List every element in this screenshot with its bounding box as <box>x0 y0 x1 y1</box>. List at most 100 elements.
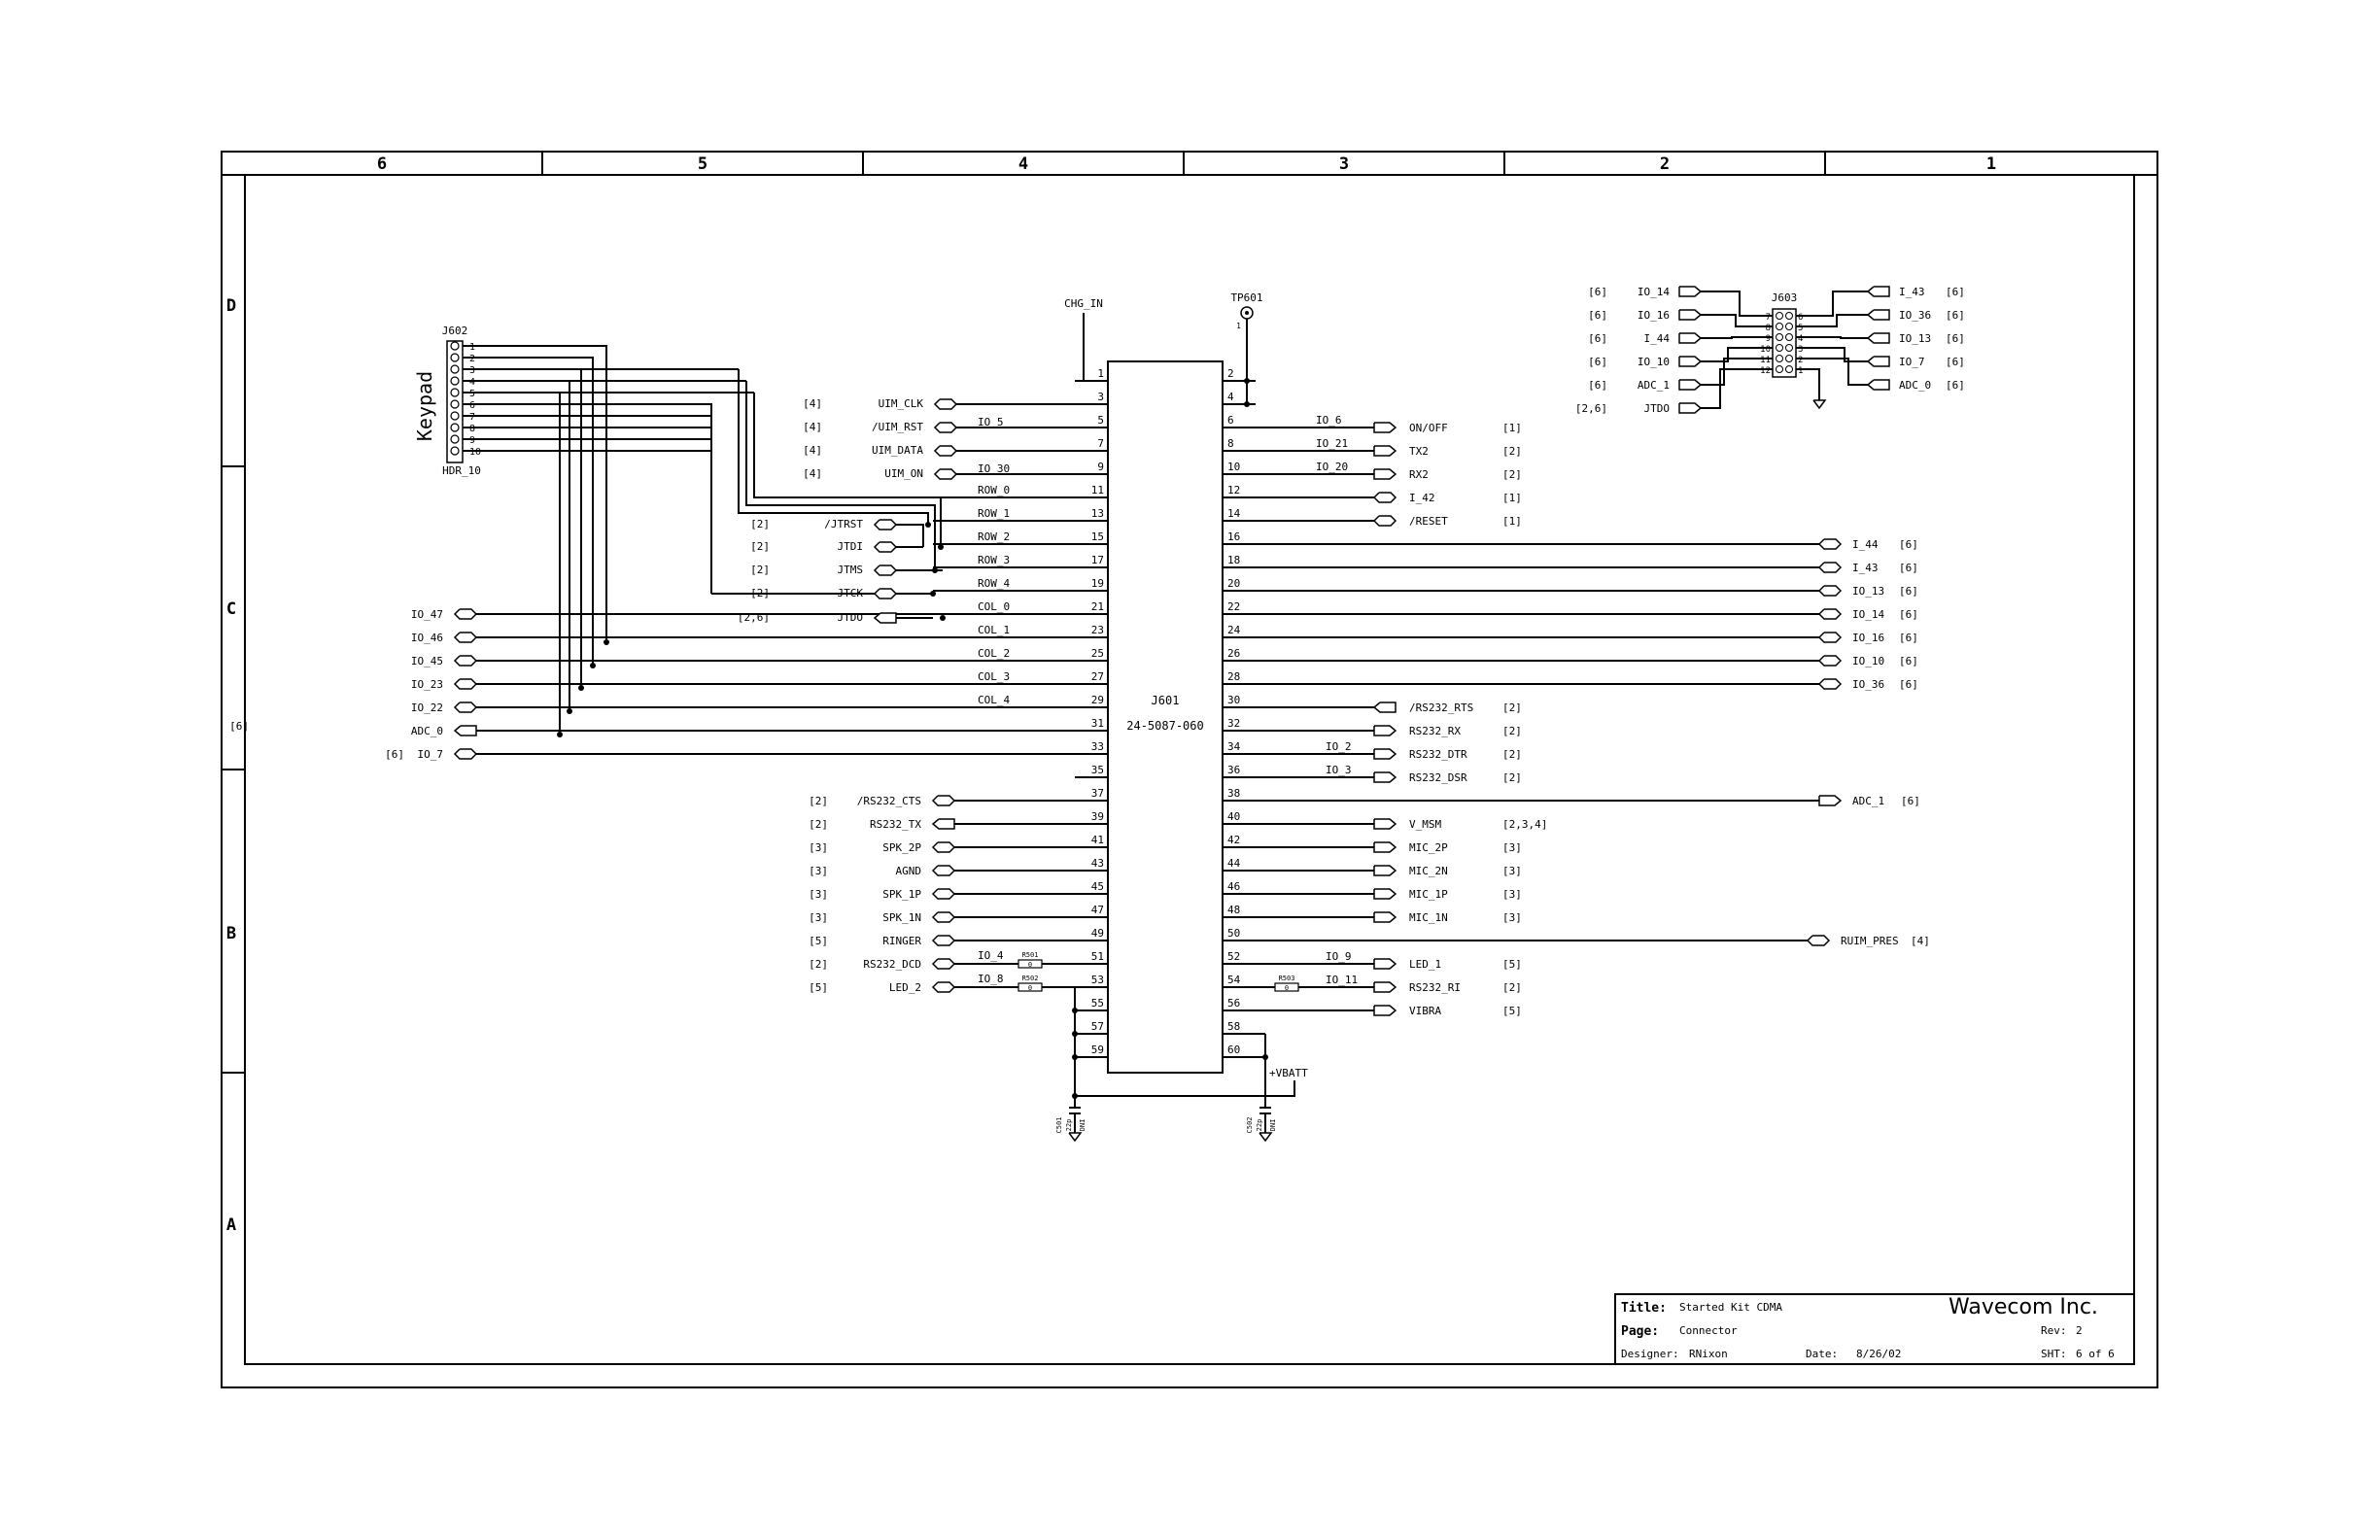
port-name: UIM_CLK <box>879 397 924 410</box>
ref-tag: [2] <box>750 587 770 599</box>
j603-pin-number: 6 <box>1798 313 1803 323</box>
j603-pin-number: 2 <box>1798 356 1803 365</box>
offpage-port <box>1866 332 1890 344</box>
offpage-port <box>453 748 478 760</box>
j601-right-pin-number: 36 <box>1227 764 1240 776</box>
keypad-col-wire <box>463 345 607 642</box>
j603-wire <box>1701 291 1773 317</box>
j603-pin-number: 12 <box>1760 366 1771 376</box>
header-pin <box>450 364 460 374</box>
offpage-port <box>873 588 898 599</box>
border-column-label: 2 <box>1660 154 1670 174</box>
port-name: JTCK <box>838 587 864 599</box>
offpage-port <box>873 541 898 553</box>
port-name: RS232_RX <box>1409 725 1461 737</box>
j601-right-pin-number: 26 <box>1227 647 1240 660</box>
offpage-port <box>1866 356 1890 367</box>
j601-left-pin-number: 23 <box>1091 624 1104 636</box>
header-pin <box>450 353 460 362</box>
vbatt-wire <box>1256 1056 1266 1096</box>
resistor-ref: R502 <box>1022 975 1039 982</box>
header-pin <box>450 423 460 432</box>
ref-tag: [2,6] <box>1575 402 1607 415</box>
ground-symbol <box>1068 1132 1083 1143</box>
cap-value: 22p <box>1256 1119 1263 1132</box>
offpage-port <box>933 445 958 457</box>
keypad-label: Keypad <box>413 371 436 441</box>
j601-left-pin-number: 57 <box>1091 1020 1104 1033</box>
offpage-port <box>873 612 897 624</box>
j601-left-pin-number: 13 <box>1091 507 1104 520</box>
port-name: LED_1 <box>1409 958 1441 971</box>
header-pin <box>1785 344 1793 352</box>
symbols <box>221 151 2158 1388</box>
resistor-ref: R501 <box>1022 951 1039 959</box>
port-name: I_43 <box>1852 562 1879 574</box>
border-row-label: B <box>226 924 236 943</box>
offpage-port <box>933 398 958 410</box>
ref-tag: [2] <box>1502 748 1522 761</box>
header-pin <box>450 388 460 397</box>
header-pin <box>1776 344 1783 352</box>
port-name: IO_14 <box>1638 286 1670 298</box>
net-label: COL_1 <box>978 624 1010 636</box>
junction-dot <box>938 544 944 550</box>
port-name: IO_13 <box>1899 332 1931 345</box>
j602-pin-number: 2 <box>469 354 475 364</box>
ref-tag: [2] <box>1502 725 1522 737</box>
header-pin <box>450 376 460 386</box>
ref-tag: [5] <box>809 935 828 947</box>
port-name: IO_36 <box>1899 309 1931 322</box>
offpage-port <box>1678 402 1703 414</box>
ref-tag: [5] <box>1502 958 1522 971</box>
junction-dot <box>1244 401 1250 407</box>
offpage-port <box>1372 492 1397 503</box>
j601-right-pin-number: 24 <box>1227 624 1241 636</box>
border-row-label: D <box>226 296 236 316</box>
port-name: VIBRA <box>1409 1005 1441 1017</box>
junction-dot <box>1072 1093 1078 1099</box>
ref-tag: [3] <box>1502 841 1522 854</box>
ref-tag: [6] <box>1946 332 1965 345</box>
net-label: IO_2 <box>1326 740 1352 753</box>
port-name: SPK_1P <box>882 888 921 901</box>
ref-tag: [6] <box>1946 356 1965 368</box>
offpage-port <box>1373 445 1397 457</box>
offpage-port <box>1373 422 1397 433</box>
j602-pin-number: 4 <box>469 377 475 388</box>
port-name: SPK_1N <box>882 911 921 924</box>
j601-left-pin-number: 45 <box>1091 880 1104 893</box>
j601-ref: J601 <box>1152 694 1180 707</box>
port-name: IO_7 <box>418 748 444 761</box>
keypad-row-wire <box>745 381 936 570</box>
port-name: IO_46 <box>411 632 443 644</box>
net-label: ROW_2 <box>978 530 1010 543</box>
port-name: AGND <box>896 865 922 877</box>
port-name: IO_7 <box>1899 356 1925 368</box>
j601-left-pin-number: 9 <box>1097 461 1104 473</box>
port-name: UIM_DATA <box>872 444 923 457</box>
j601-right-pin-number: 48 <box>1227 904 1240 916</box>
port-name: JTDO <box>1644 402 1671 415</box>
resistor-value: 0 <box>1028 961 1032 969</box>
header-pin <box>1776 355 1783 362</box>
keypad-row-wire <box>463 403 712 594</box>
port-name: MIC_2P <box>1409 841 1448 854</box>
ref-tag: [3] <box>809 841 828 854</box>
junction-dot <box>1244 378 1250 384</box>
offpage-port <box>931 795 956 806</box>
border-row-label: A <box>226 1215 236 1235</box>
offpage-port <box>1678 332 1703 344</box>
j603-wire <box>1796 358 1868 386</box>
port-name: IO_10 <box>1852 655 1884 667</box>
ref-tag: [6] <box>1588 286 1607 298</box>
j602-pin-number: 9 <box>469 435 475 446</box>
inner-border <box>244 174 2135 1365</box>
keypad-row-wire <box>753 393 942 547</box>
date-value: 8/26/02 <box>1856 1348 1901 1360</box>
j601-right-pin-number: 42 <box>1227 834 1240 846</box>
j601-right-pin-number: 34 <box>1227 740 1241 753</box>
border-column-label: 5 <box>698 154 707 174</box>
j601-left-pin-number: 47 <box>1091 904 1104 916</box>
